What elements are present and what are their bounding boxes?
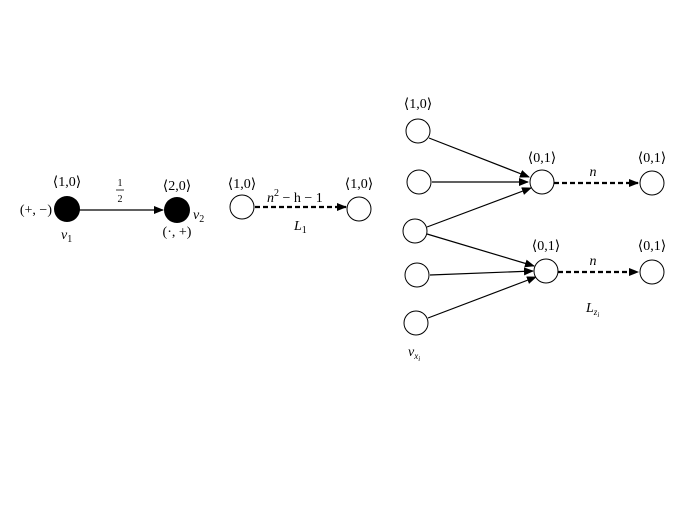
c1-weight-label: ⟨1,0⟩ — [404, 97, 432, 112]
gadget-c: ⟨1,0⟩ ⟨0,1⟩ ⟨0,1⟩ ⟨0,1⟩ ⟨0,1⟩ n n Lzi vx… — [402, 97, 666, 363]
node-l1-right — [346, 196, 372, 222]
node-r1 — [639, 170, 665, 196]
lz-name-label: Lzi — [585, 301, 599, 319]
lower-edge-weight-label: n — [590, 254, 597, 269]
m1-weight-label: ⟨0,1⟩ — [528, 151, 556, 166]
node-l1-left — [229, 194, 255, 220]
node-v2 — [164, 197, 190, 223]
l1-edge-weight-label: n2 − h − 1 — [267, 188, 323, 206]
v1-name-label: v1 — [61, 228, 72, 245]
v1-weight-label: ⟨1,0⟩ — [53, 175, 81, 190]
edge-c3-m1 — [426, 187, 532, 228]
node-c5 — [403, 310, 429, 336]
l1-right-weight-label: ⟨1,0⟩ — [345, 177, 373, 192]
gadget-a: ⟨1,0⟩ ⟨2,0⟩ 1 2 (+, −) (·, +) v1 v2 — [20, 175, 204, 245]
v1-sign-label: (+, −) — [20, 203, 52, 218]
edge-c5-m2 — [427, 276, 537, 319]
upper-edge-weight-label: n — [590, 165, 597, 180]
edge-fraction-numerator: 1 — [118, 178, 123, 189]
node-c3 — [402, 218, 428, 244]
edge-fraction-denominator: 2 — [118, 194, 123, 205]
edge-c1-m1 — [428, 137, 530, 178]
r1-weight-label: ⟨0,1⟩ — [638, 151, 666, 166]
l1-name-label: L1 — [293, 219, 307, 236]
v2-weight-label: ⟨2,0⟩ — [163, 179, 191, 194]
l1-left-weight-label: ⟨1,0⟩ — [228, 177, 256, 192]
node-m2 — [533, 258, 559, 284]
edge-c4-m2 — [429, 267, 534, 276]
v2-sign-label: (·, +) — [163, 225, 192, 240]
gadget-b: ⟨1,0⟩ ⟨1,0⟩ n2 − h − 1 L1 — [228, 177, 373, 236]
node-m1 — [529, 169, 555, 195]
node-c4 — [404, 262, 430, 288]
edge-c3-m2 — [426, 233, 535, 268]
node-r2 — [639, 259, 665, 285]
m2-weight-label: ⟨0,1⟩ — [532, 239, 560, 254]
r2-weight-label: ⟨0,1⟩ — [638, 239, 666, 254]
v2-name-label: v2 — [193, 208, 204, 225]
node-v1 — [54, 196, 80, 222]
vx-name-label: vxi — [408, 345, 420, 363]
node-c1 — [405, 118, 431, 144]
node-c2 — [406, 169, 432, 195]
